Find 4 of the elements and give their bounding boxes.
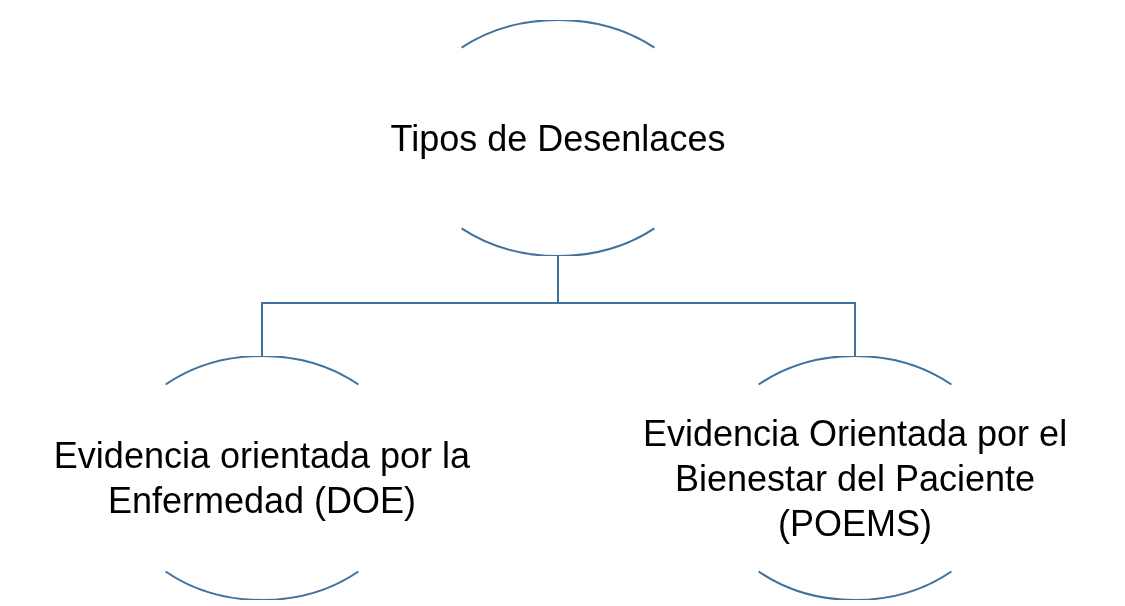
node-label: Evidencia orientada por la Enfermedad (DOE) bbox=[52, 434, 472, 523]
node-label: Evidencia Orientada por el Bienestar del Paciente (POEMS) bbox=[641, 411, 1069, 546]
connector-line bbox=[557, 255, 856, 357]
node-label: Tipos de Desenlaces bbox=[389, 116, 727, 161]
